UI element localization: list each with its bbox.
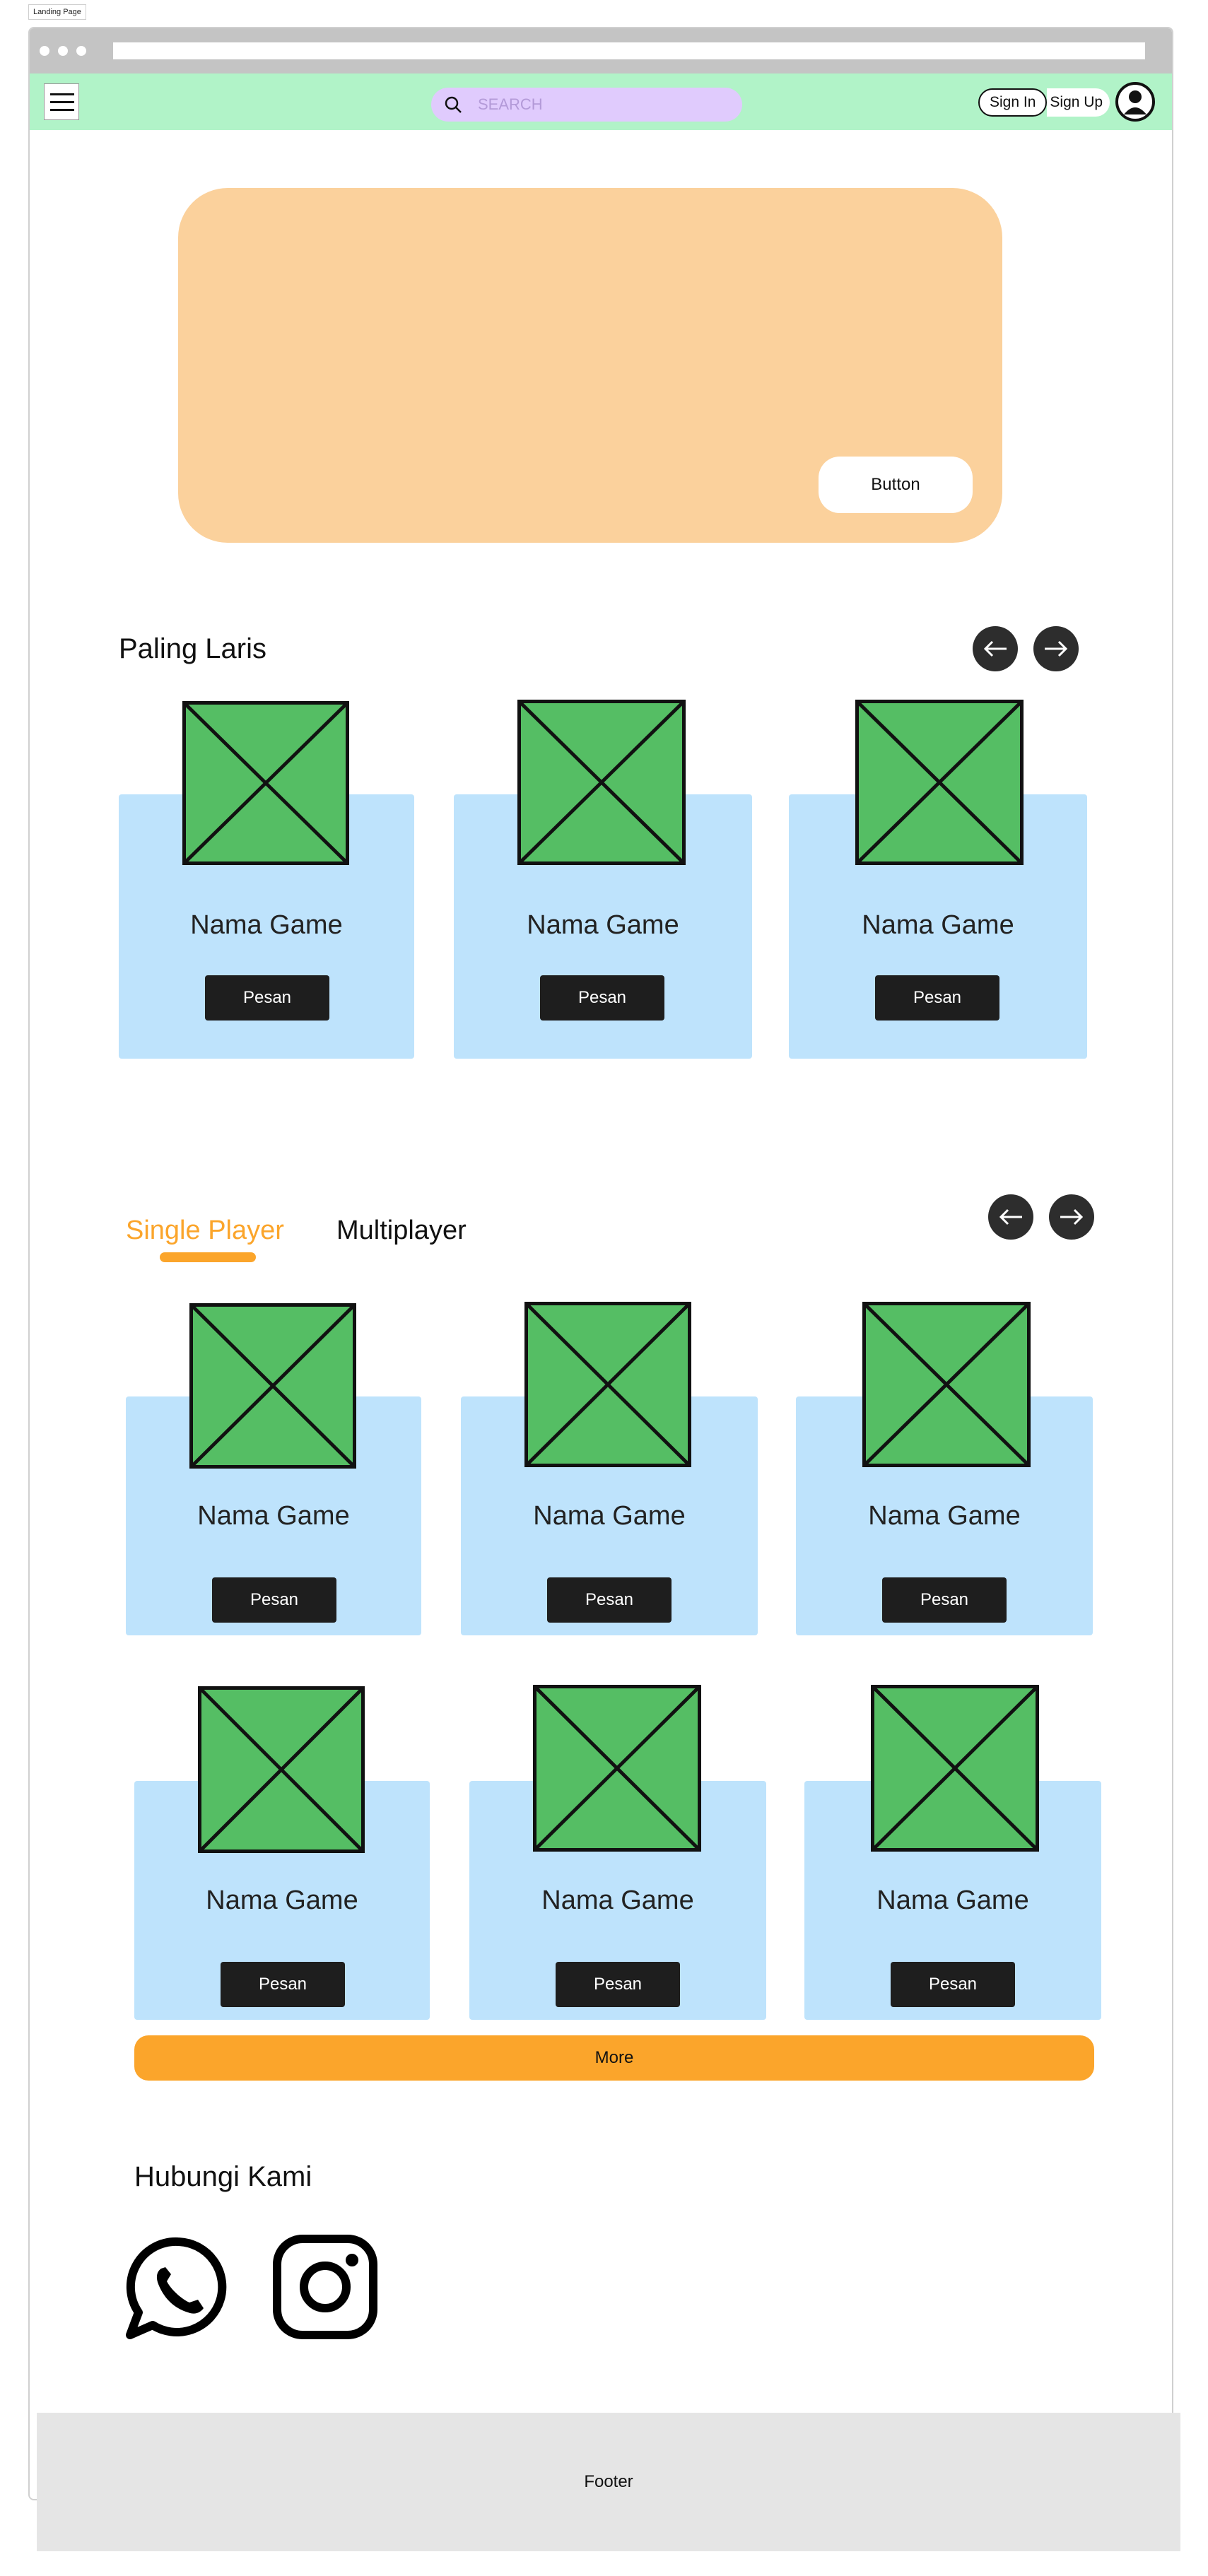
game-image-placeholder <box>198 1686 365 1853</box>
menu-icon[interactable] <box>44 83 79 120</box>
game-image-placeholder <box>189 1303 356 1469</box>
game-name: Nama Game <box>197 1501 350 1531</box>
catalog-next-button[interactable] <box>1049 1194 1094 1240</box>
order-button[interactable]: Pesan <box>556 1962 680 2007</box>
tab-multiplayer[interactable]: Multiplayer <box>336 1216 467 1245</box>
arrow-right-icon <box>1045 640 1068 657</box>
footer: Footer <box>37 2413 1180 2551</box>
order-button[interactable]: Pesan <box>891 1962 1015 2007</box>
window-close-dot[interactable] <box>40 46 49 56</box>
active-tab-indicator <box>160 1252 256 1262</box>
window-maximize-dot[interactable] <box>76 46 86 56</box>
game-name: Nama Game <box>206 1886 358 1915</box>
arrow-left-icon <box>999 1208 1022 1225</box>
game-name: Nama Game <box>190 910 343 940</box>
image-placeholder-icon <box>186 705 346 861</box>
catalog-prev-button[interactable] <box>988 1194 1033 1240</box>
game-name: Nama Game <box>876 1886 1029 1915</box>
game-name: Nama Game <box>533 1501 686 1531</box>
game-image-placeholder <box>524 1302 691 1467</box>
tab-single-player[interactable]: Single Player <box>126 1216 284 1245</box>
more-button[interactable]: More <box>134 2035 1094 2081</box>
arrow-left-icon <box>983 640 1007 657</box>
game-name: Nama Game <box>527 910 679 940</box>
game-image-placeholder <box>855 700 1024 865</box>
sign-up-button[interactable]: Sign Up <box>1047 88 1110 117</box>
image-placeholder-icon <box>201 1690 361 1849</box>
image-placeholder-icon <box>874 1688 1036 1848</box>
game-image-placeholder <box>533 1685 701 1852</box>
game-name: Nama Game <box>862 910 1014 940</box>
order-button[interactable]: Pesan <box>540 975 664 1021</box>
order-button[interactable]: Pesan <box>875 975 999 1021</box>
arrow-right-icon <box>1060 1208 1084 1225</box>
search-input[interactable] <box>476 95 720 114</box>
image-placeholder-icon <box>193 1307 353 1465</box>
order-button[interactable]: Pesan <box>221 1962 345 2007</box>
game-image-placeholder <box>182 701 349 865</box>
order-button[interactable]: Pesan <box>212 1577 336 1623</box>
image-placeholder-icon <box>536 1688 698 1848</box>
frame-label: Landing Page <box>28 4 86 20</box>
best-seller-prev-button[interactable] <box>973 626 1018 671</box>
search-icon <box>445 96 462 113</box>
whatsapp-icon[interactable] <box>124 2235 232 2342</box>
window-minimize-dot[interactable] <box>58 46 68 56</box>
instagram-icon[interactable] <box>271 2233 379 2341</box>
image-placeholder-icon <box>859 703 1020 861</box>
auth-buttons: Sign In Sign Up <box>978 88 1110 117</box>
best-seller-next-button[interactable] <box>1033 626 1079 671</box>
hero-button[interactable]: Button <box>819 457 973 513</box>
game-image-placeholder <box>517 700 686 865</box>
order-button[interactable]: Pesan <box>547 1577 672 1623</box>
search-bar[interactable] <box>431 88 742 122</box>
image-placeholder-icon <box>521 703 682 861</box>
game-name: Nama Game <box>541 1886 694 1915</box>
game-name: Nama Game <box>868 1501 1021 1531</box>
order-button[interactable]: Pesan <box>205 975 329 1021</box>
image-placeholder-icon <box>866 1305 1027 1464</box>
user-avatar-icon[interactable] <box>1115 82 1155 122</box>
address-bar[interactable] <box>113 42 1145 59</box>
order-button[interactable]: Pesan <box>882 1577 1007 1623</box>
image-placeholder-icon <box>528 1305 688 1464</box>
best-seller-title: Paling Laris <box>119 633 267 664</box>
contact-title: Hubungi Kami <box>134 2161 312 2192</box>
sign-in-button[interactable]: Sign In <box>978 88 1048 117</box>
game-image-placeholder <box>871 1685 1039 1852</box>
game-image-placeholder <box>862 1302 1031 1467</box>
